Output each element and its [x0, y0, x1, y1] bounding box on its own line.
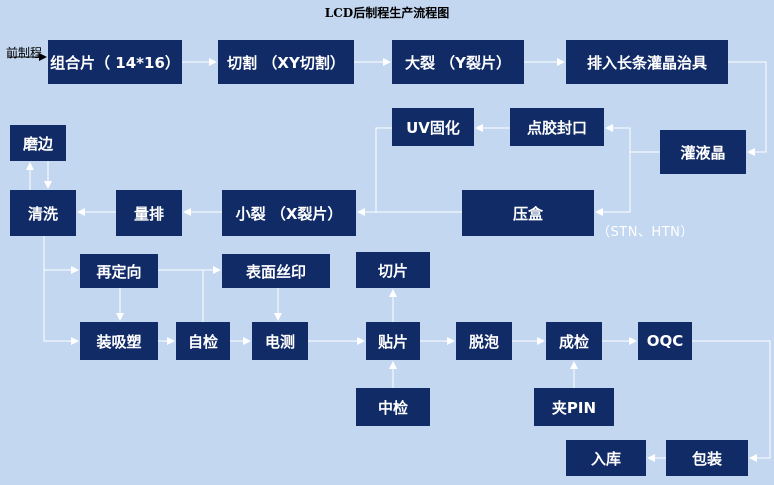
- step-final-check: 成检: [546, 322, 602, 360]
- connector-fill-to-press: [595, 152, 631, 216]
- press-note: （STN、HTN）: [597, 225, 694, 240]
- step-assemble: 组合片（ 14*16）: [48, 40, 182, 84]
- step-uv-cure: UV固化: [392, 108, 474, 146]
- step-mid-check: 中检: [356, 388, 430, 426]
- connector-arrange-to-fill: [728, 61, 767, 156]
- step-clean: 清洗: [10, 190, 76, 236]
- step-reorient: 再定向: [80, 254, 158, 288]
- step-packing: 包装: [666, 440, 748, 476]
- step-warehouse: 入库: [566, 440, 646, 476]
- step-arrange: 排入长条灌晶治具: [566, 40, 728, 84]
- connector-fill-to-seal: [605, 124, 660, 153]
- step-seal: 点胶封口: [510, 108, 604, 146]
- step-electric-test: 电测: [252, 322, 308, 360]
- step-fill-lc: 灌液晶: [660, 130, 746, 174]
- connector-oqc-to-packing: [692, 340, 771, 462]
- connector-uv-to-crack-x: [357, 127, 392, 216]
- step-crack-x: 小裂 （X裂片）: [222, 190, 356, 236]
- step-defoam: 脱泡: [456, 322, 512, 360]
- step-crack-y: 大裂 （Y裂片）: [392, 40, 524, 84]
- connector-clean-to-reorient: [43, 236, 79, 274]
- step-attach: 贴片: [366, 322, 420, 360]
- step-cut-sheet: 切片: [356, 252, 430, 288]
- step-clip-pin: 夹PIN: [534, 388, 614, 426]
- step-oqc: OQC: [638, 322, 692, 360]
- step-silk-print: 表面丝印: [222, 254, 330, 288]
- step-pack-molding: 装吸塑: [80, 322, 158, 360]
- step-measure-arrange: 量排: [116, 190, 182, 236]
- step-self-check: 自检: [176, 322, 230, 360]
- step-cut-xy: 切割 （XY切割）: [218, 40, 354, 84]
- step-edge-grind: 磨边: [10, 125, 66, 161]
- connector-clean-to-pack-molding: [43, 270, 79, 345]
- step-press: 压盒: [462, 190, 594, 236]
- diagram-title: LCD后制程生产流程图: [324, 6, 450, 20]
